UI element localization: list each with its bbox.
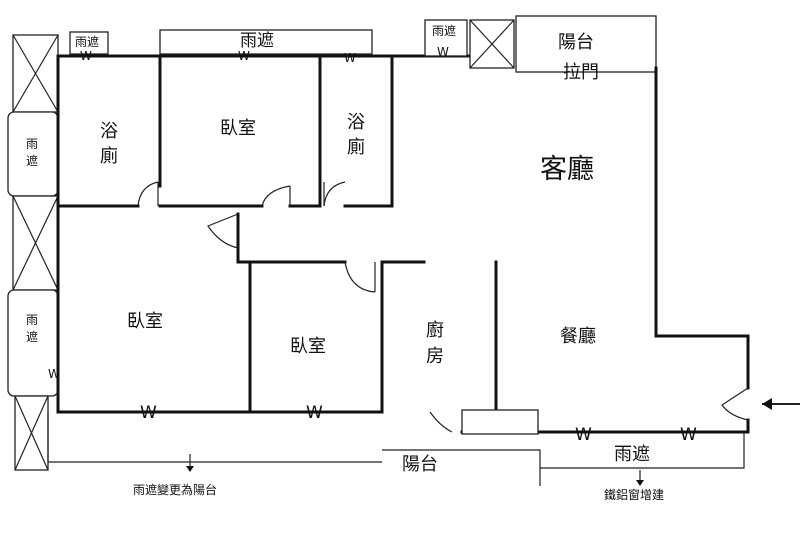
canopy-label-side-upper-1: 雨 xyxy=(26,137,38,151)
room-label-bedroom-left: 臥室 xyxy=(127,311,163,332)
room-label-kitchen-1: 廚 xyxy=(426,319,444,341)
doors xyxy=(137,181,749,433)
room-label-bath-right-2: 廁 xyxy=(347,136,365,158)
canopy-label-top-left: 雨遮 xyxy=(75,34,99,49)
canopy-label-bottom-right: 雨遮 xyxy=(614,444,650,465)
canopy-label-side-upper-2: 遮 xyxy=(26,153,38,168)
canopy-label-side-lower-1: 雨 xyxy=(26,313,38,327)
room-label-balcony-door-2: 拉門 xyxy=(563,62,599,83)
window-mark: W xyxy=(437,45,449,59)
window-mark: W xyxy=(680,425,697,445)
window-mark: W xyxy=(344,51,356,65)
canopy-label-top-mid: 雨遮 xyxy=(240,31,274,51)
room-label-bedroom-top: 臥室 xyxy=(220,118,256,139)
room-label-balcony-door-1: 陽台 xyxy=(558,32,594,53)
entrance-arrow xyxy=(762,398,800,410)
room-label-bath-left-2: 廁 xyxy=(100,145,118,167)
note-aluminum-window: 鐵鋁窗增建 xyxy=(604,487,664,502)
room-label-bedroom-mid: 臥室 xyxy=(290,336,326,357)
windows: W W W W W W W W W xyxy=(48,45,697,445)
window-mark: W xyxy=(306,403,323,423)
canopy-label-top-right: 雨遮 xyxy=(432,23,456,38)
left-canopy-strip xyxy=(7,34,59,471)
notes: 雨遮變更為陽台 鐵鋁窗增建 xyxy=(133,482,664,502)
window-mark: W xyxy=(575,425,592,445)
walls xyxy=(56,15,750,434)
window-mark: W xyxy=(238,49,250,63)
window-mark: W xyxy=(80,49,92,63)
room-label-dining: 餐廳 xyxy=(560,326,596,347)
note-canopy-to-balcony: 雨遮變更為陽台 xyxy=(133,482,217,497)
note-arrows xyxy=(186,454,644,486)
canopy-label-side-lower-2: 遮 xyxy=(26,329,38,344)
window-mark: W xyxy=(48,367,60,381)
balcony-outlines xyxy=(47,409,745,486)
room-label-bath-right-1: 浴 xyxy=(347,112,365,133)
room-label-balcony-bottom: 陽台 xyxy=(402,454,438,475)
room-label-bath-left-1: 浴 xyxy=(100,121,118,142)
room-label-living: 客廳 xyxy=(540,154,594,185)
room-label-kitchen-2: 房 xyxy=(426,346,444,367)
window-mark: W xyxy=(140,403,157,423)
room-labels: 浴 廁 臥室 浴 廁 客廳 臥室 臥室 廚 房 餐廳 陽台 拉門 陽台 xyxy=(100,32,599,475)
canopy-labels: 雨遮 雨遮 雨遮 雨 遮 雨 遮 雨遮 xyxy=(26,23,650,465)
